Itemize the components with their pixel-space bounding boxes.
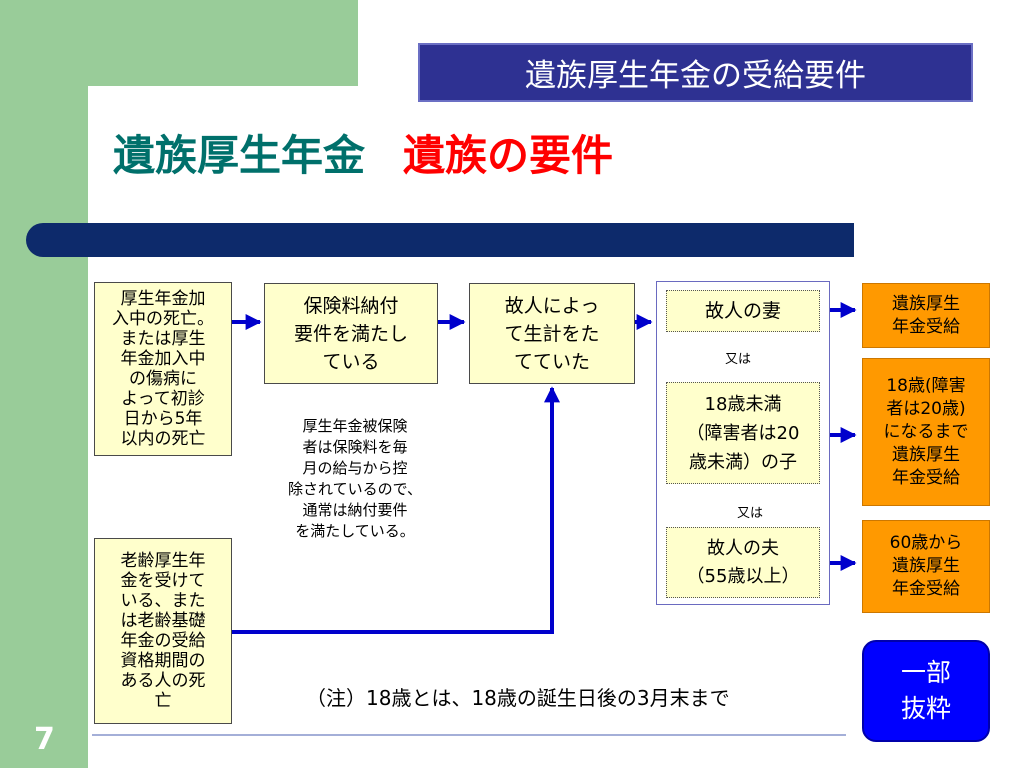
header-banner: 遺族厚生年金の受給要件: [418, 43, 973, 102]
or-label-2: 又は: [737, 506, 764, 521]
page-number: 7: [34, 722, 55, 757]
outcome-husband: 60歳から遺族厚生年金受給: [862, 520, 990, 613]
arrow-pension-to-dependency: [232, 386, 560, 634]
condition-premium-payment: 保険料納付要件を満たしている: [264, 283, 438, 384]
condition-pension-recipient: 老齢厚生年金を受けている、または老齢基礎年金の受給資格期間のある人の死亡: [94, 538, 232, 724]
outcome-wife: 遺族厚生年金受給: [862, 283, 990, 348]
premium-note: 厚生年金被保険者は保険料を毎月の給与から控除されているので、通常は納付要件を満た…: [288, 417, 422, 540]
title-part2: 遺族の要件: [403, 131, 614, 180]
or-label-1: 又は: [725, 352, 752, 367]
condition-dependency: 故人によって生計をたてていた: [469, 283, 635, 384]
outcome-child: 18歳(障害者は20歳)になるまで遺族厚生年金受給: [862, 358, 990, 506]
bereaved-wife: 故人の妻: [666, 290, 820, 332]
excerpt-badge: 一部抜粋: [862, 640, 990, 742]
condition-death-while-insured: 厚生年金加入中の死亡。または厚生年金加入中の傷病によって初診日から5年以内の死亡: [94, 282, 232, 456]
footnote: （注）18歳とは、18歳の誕生日後の3月末まで: [306, 686, 730, 710]
bereaved-husband: 故人の夫（55歳以上）: [666, 527, 820, 598]
header-label: 遺族厚生年金の受給要件: [525, 58, 866, 94]
title-part1: 遺族厚生年金: [113, 131, 366, 180]
slide-title: 遺族厚生年金遺族の要件: [113, 122, 613, 183]
decor-band: [26, 223, 854, 257]
decor-green-sidebar: [0, 0, 88, 768]
